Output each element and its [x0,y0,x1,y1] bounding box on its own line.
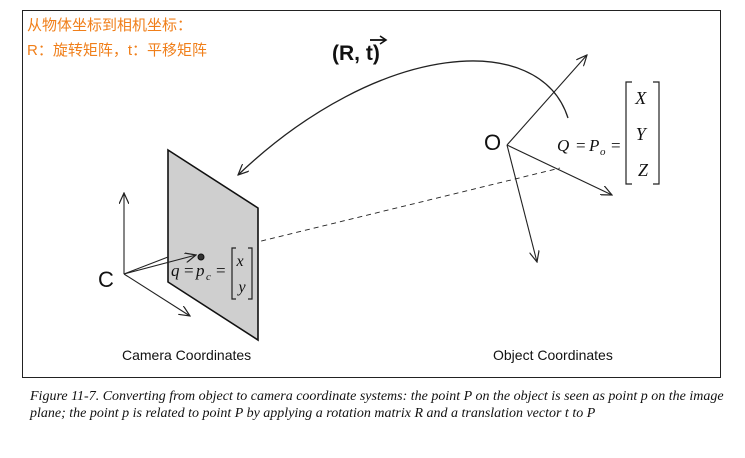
object-axis-down [506,144,537,262]
note-line-2: R：旋转矩阵，t：平移矩阵 [27,42,208,59]
transform-label: (R, t) [332,42,380,65]
object-point-formula: Q = P o = [557,136,621,159]
image-point-dot [197,253,205,261]
matrix-bracket-right [653,81,660,185]
image-point-components: x y [235,253,247,296]
image-plane [167,148,259,342]
transform-arc-arrow [238,60,569,175]
camera-origin-label: C [98,267,114,292]
object-point-components: X Y Z [634,88,651,180]
camera-axis-right [123,255,196,275]
object-coordinates-label: Object Coordinates [493,347,613,363]
figure-caption: Figure 11-7. Converting from object to c… [30,389,724,421]
image-point-formula: q = p c = [171,261,226,284]
camera-coordinates-label: Camera Coordinates [122,347,251,363]
note-line-1: 从物体坐标到相机坐标： [27,17,193,34]
diagram-frame [22,10,721,378]
camera-axis-depth [123,273,190,316]
projection-ray [199,167,561,257]
object-axis-right [506,144,612,195]
matrix-bracket-left [625,81,632,185]
image-matrix-bracket-left [231,247,236,300]
object-origin-label: O [484,130,501,155]
object-axis-up [506,55,587,146]
vector-arrowhead-icon [379,35,388,45]
image-matrix-bracket-right [248,247,253,300]
